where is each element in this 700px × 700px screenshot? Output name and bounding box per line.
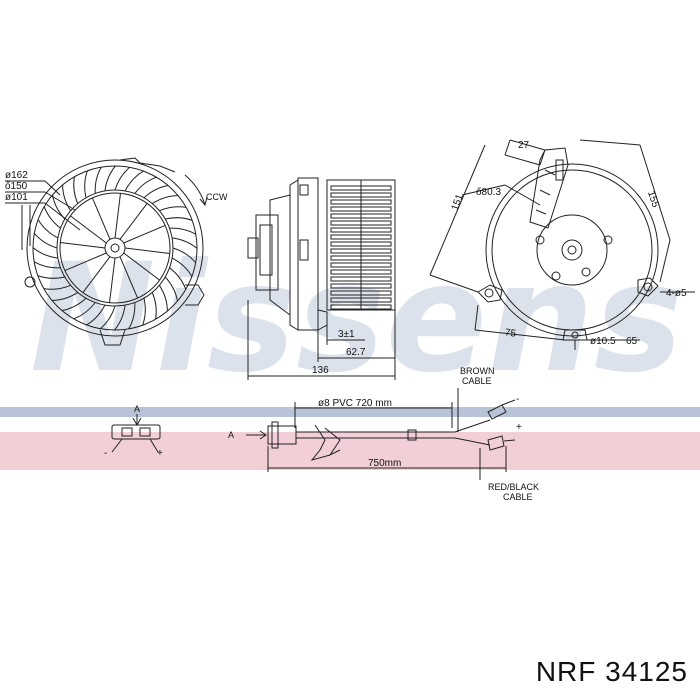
dim-front-outer: ø162 — [5, 170, 28, 181]
dim-rear-80: ő80.3 — [476, 187, 501, 198]
rotation-label: CCW — [206, 192, 228, 202]
watermark: Nissens — [30, 232, 683, 406]
rear-view — [429, 139, 695, 350]
cable-plus: + — [516, 422, 522, 433]
dim-rear-hub: ø10.5 — [590, 336, 616, 347]
cable-minus: - — [516, 394, 519, 405]
redblack-cable-line1: RED/BLACK — [488, 482, 539, 492]
band-line — [0, 407, 700, 417]
dim-rear-holes: 4-ø5 — [666, 288, 687, 299]
redblack-cable-line2: CABLE — [503, 492, 533, 502]
dim-front-inner: ø101 — [5, 192, 28, 203]
connector-minus: - — [104, 448, 107, 459]
dim-rear-155: 155 — [645, 190, 661, 210]
cable-view — [246, 388, 516, 480]
labels: ø162 ő150 ø101 CCW 3±1 62.7 136 27 151 1… — [5, 140, 687, 502]
dim-side-total: 136 — [312, 365, 329, 376]
part-number-caption: NRF 34125 — [535, 656, 688, 687]
dim-side-gap: 3±1 — [338, 329, 355, 340]
cable-length: 750mm — [368, 458, 401, 469]
front-view — [5, 157, 208, 346]
dim-front-mid: ő150 — [5, 181, 28, 192]
dim-rear-65: 65 — [626, 336, 638, 347]
side-view — [247, 177, 396, 380]
cable-arrow-label: A — [228, 430, 234, 440]
connector-label: A — [134, 404, 140, 414]
brown-cable-line2: CABLE — [462, 376, 492, 386]
connector-view — [111, 414, 161, 453]
connector-plus: + — [157, 448, 163, 459]
brown-cable-line1: BROWN — [460, 366, 495, 376]
dim-side-depth: 62.7 — [346, 347, 366, 358]
dim-rear-27: 27 — [518, 140, 530, 151]
dim-rear-75: 75 — [504, 327, 517, 340]
cable-tube-spec: ø8 PVC 720 mm — [318, 398, 392, 409]
